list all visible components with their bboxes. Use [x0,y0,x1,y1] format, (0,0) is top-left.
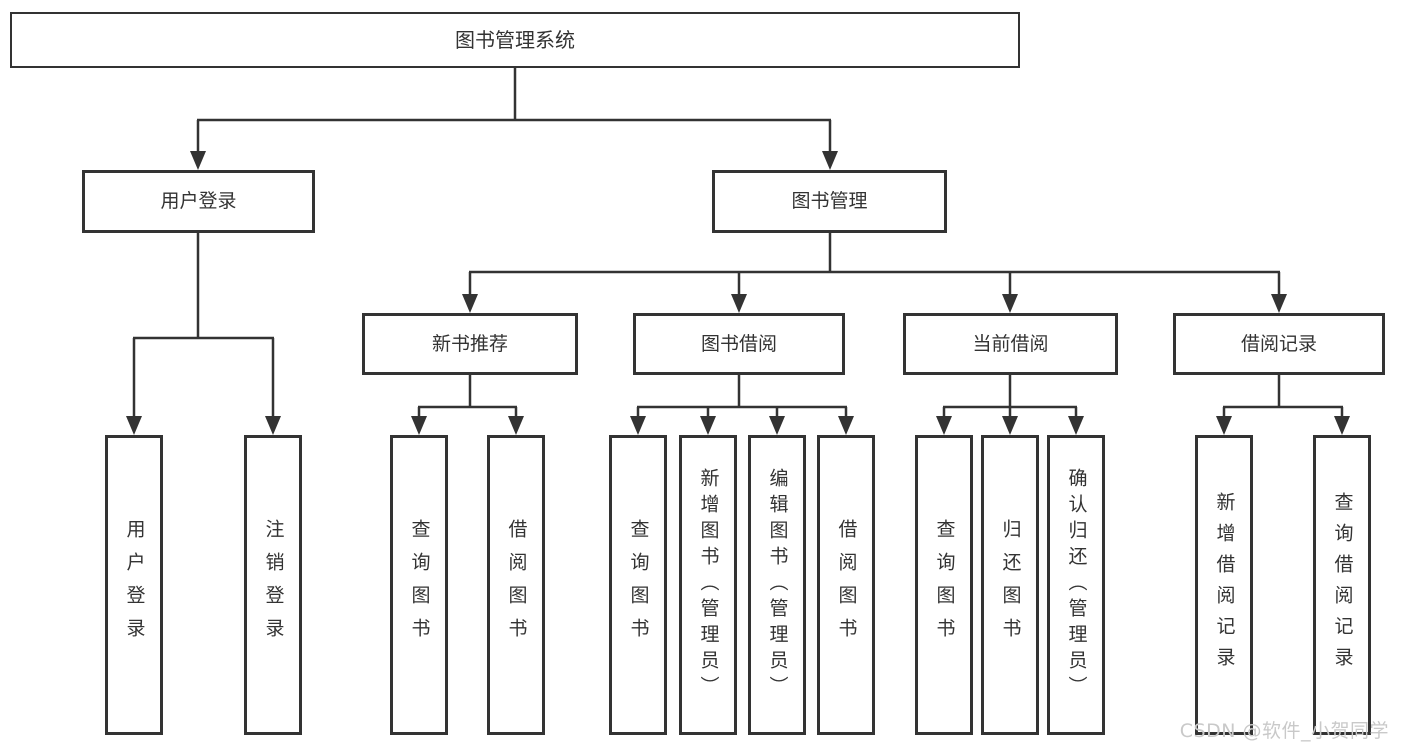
arrowhead-icon [700,416,716,435]
node-label: 查询图书 [933,519,956,651]
connector-book-mgmt-to-level3 [462,233,1287,313]
leaf-query-books-recommend: 查询图书 [390,435,448,735]
arrowhead-icon [265,416,281,435]
leaf-borrow-books-recommend: 借阅图书 [487,435,545,735]
leaf-confirm-return-admin: 确认归还（管理员） [1047,435,1105,735]
leaf-add-books-admin: 新增图书（管理员） [679,435,737,735]
leaf-return-books: 归还图书 [981,435,1039,735]
node-borrowing-records: 借阅记录 [1173,313,1385,375]
arrowhead-icon [411,416,427,435]
arrowhead-icon [1002,294,1018,313]
connector-borrow-records-to-leaves [1216,375,1350,435]
arrowhead-icon [1271,294,1287,313]
arrowhead-icon [126,416,142,435]
leaf-borrow-books: 借阅图书 [817,435,875,735]
node-label: 借阅图书 [505,519,528,651]
leaf-user-login: 用户登录 [105,435,163,735]
arrowhead-icon [731,294,747,313]
node-label: 当前借阅 [972,332,1049,355]
leaf-query-books-borrow: 查询图书 [609,435,667,735]
node-new-book-recommendation: 新书推荐 [362,313,578,375]
node-library-management-system: 图书管理系统 [10,12,1020,68]
connector-current-borrow-to-leaves [936,375,1084,435]
node-label: 图书管理 [791,190,868,212]
node-book-management: 图书管理 [712,170,947,233]
node-label: 用户登录 [160,190,237,212]
arrowhead-icon [1334,416,1350,435]
arrowhead-icon [190,151,206,170]
watermark: CSDN @软件_小贺同学 [1179,720,1389,742]
node-label: 查询借阅记录 [1331,492,1354,678]
node-label: 编辑图书（管理员） [766,468,789,702]
node-label: 图书借阅 [700,332,777,355]
leaf-query-borrow-record: 查询借阅记录 [1313,435,1371,735]
leaf-logout: 注销登录 [244,435,302,735]
node-label: 归还图书 [999,519,1022,651]
node-book-borrowing: 图书借阅 [633,313,845,375]
node-label: 新增借阅记录 [1213,492,1236,678]
node-label: 确认归还（管理员） [1065,468,1088,702]
node-label: 图书管理系统 [455,28,575,52]
connector-root-to-level2 [190,68,838,170]
connector-user-login-to-leaves [126,233,281,435]
node-current-borrowing: 当前借阅 [903,313,1118,375]
node-label: 查询图书 [627,519,650,651]
arrowhead-icon [1068,416,1084,435]
arrowhead-icon [838,416,854,435]
arrowhead-icon [936,416,952,435]
leaf-edit-books-admin: 编辑图书（管理员） [748,435,806,735]
leaf-add-borrow-record: 新增借阅记录 [1195,435,1253,735]
arrowhead-icon [769,416,785,435]
node-user-login: 用户登录 [82,170,315,233]
connector-book-borrow-to-leaves [630,375,854,435]
connector-new-book-rec-to-leaves [411,375,524,435]
node-label: 用户登录 [123,519,146,651]
arrowhead-icon [462,294,478,313]
node-label: 新书推荐 [431,332,508,355]
node-label: 查询图书 [408,519,431,651]
arrowhead-icon [1002,416,1018,435]
arrowhead-icon [822,151,838,170]
arrowhead-icon [508,416,524,435]
arrowhead-icon [630,416,646,435]
arrowhead-icon [1216,416,1232,435]
node-label: 新增图书（管理员） [697,468,720,702]
node-label: 借阅记录 [1240,332,1317,355]
node-label: 注销登录 [262,519,285,651]
leaf-query-books-current: 查询图书 [915,435,973,735]
node-label: 借阅图书 [835,519,858,651]
